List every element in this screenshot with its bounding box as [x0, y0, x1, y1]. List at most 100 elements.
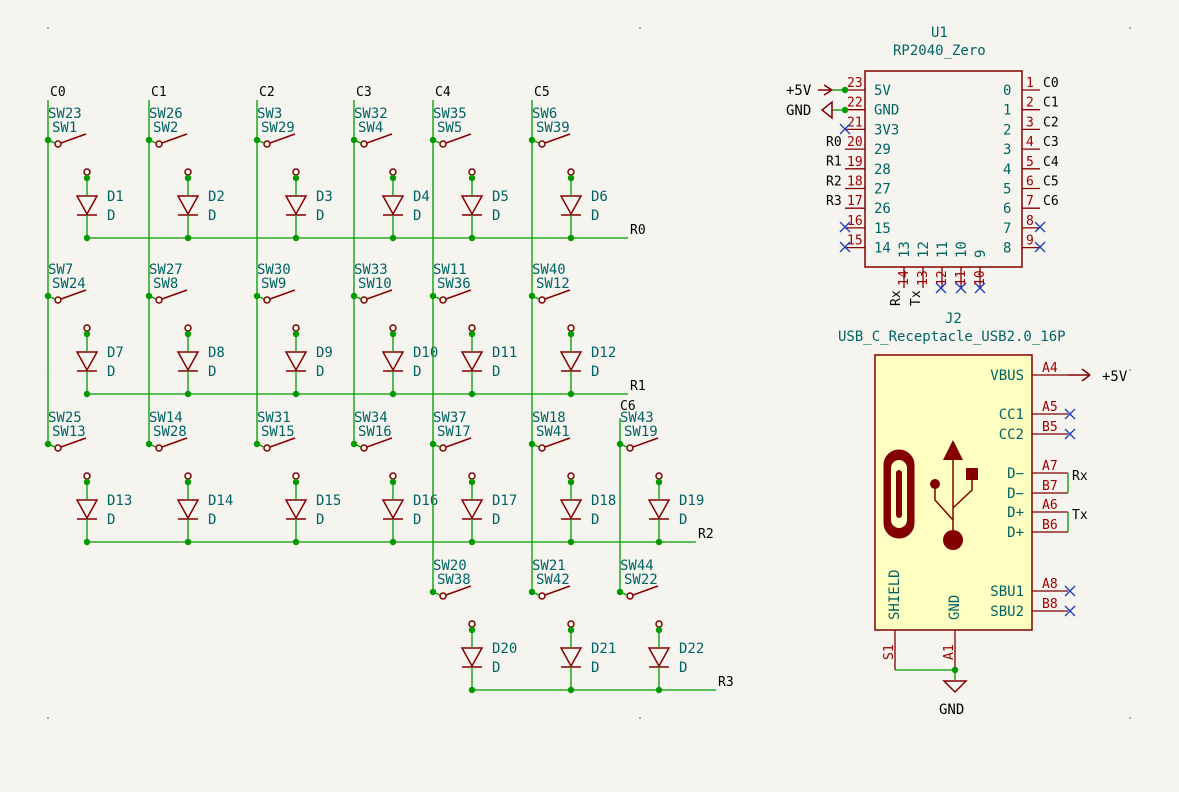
junction-dot [44, 292, 52, 300]
junction-dot [350, 136, 358, 144]
j2-pin-name: D+ [1007, 525, 1024, 541]
diode-symbol [647, 499, 671, 520]
u1-col-label: C1 [1043, 96, 1059, 111]
switch-contact [538, 140, 546, 148]
diode-ref: D22 [679, 641, 704, 657]
u1-pin-number: 16 [847, 214, 863, 229]
j2-5v-label: +5V [1102, 369, 1128, 385]
row-net-label: R0 [630, 223, 646, 238]
switch-ref: SW40 [532, 262, 566, 278]
gnd-symbol [820, 100, 833, 120]
u1-pin-name: GND [874, 103, 899, 119]
switch-contact [360, 140, 368, 148]
switch-contact [468, 472, 476, 480]
j2-pin-number: A7 [1042, 459, 1058, 474]
j2-pin-number: A4 [1042, 361, 1058, 376]
usb-trident-branch [934, 484, 954, 521]
diode-value: D [107, 512, 115, 528]
switch-lever [161, 289, 188, 300]
switch-ref: SW13 [52, 424, 86, 440]
diode-ref: D1 [107, 189, 124, 205]
j2-pin-number: A5 [1042, 400, 1058, 415]
u1-pin-name: 15 [874, 221, 891, 237]
switch-contact [54, 444, 62, 452]
u1-col-label: C2 [1043, 115, 1059, 130]
column-net-label: C6 [620, 399, 636, 414]
u1-pin-name: 4 [1003, 162, 1011, 178]
u1-pin-number: 8 [1026, 214, 1034, 229]
u1-pin-name: 12 [916, 241, 932, 258]
junction-dot [528, 440, 536, 448]
switch-lever [366, 289, 393, 300]
diode-value: D [208, 364, 216, 380]
switch-ref: SW36 [437, 276, 471, 292]
switch-ref: SW42 [536, 572, 570, 588]
diode-ref: D3 [316, 189, 333, 205]
diode-value: D [679, 512, 687, 528]
power-label-gnd: GND [786, 103, 811, 119]
switch-ref: SW19 [624, 424, 658, 440]
switch-lever [60, 437, 87, 448]
switch-lever [269, 133, 296, 144]
j2-pin-number: B6 [1042, 518, 1058, 533]
j2-pin-name: D− [1007, 466, 1024, 482]
u1-pin-number: 12 [935, 270, 950, 286]
switch-ref: SW21 [532, 558, 566, 574]
u1-pin-number: 1 [1026, 76, 1034, 91]
switch-contact [184, 168, 192, 176]
diode-ref: D21 [591, 641, 616, 657]
switch-contact [155, 140, 163, 148]
j2-pin-name: VBUS [990, 368, 1024, 384]
usb-trident-dot [930, 479, 940, 489]
junction-dot [429, 440, 437, 448]
switch-contact [360, 444, 368, 452]
no-connect-mark [839, 241, 851, 253]
power-arrow [1081, 368, 1091, 376]
switch-contact [468, 620, 476, 628]
grid-mark [639, 27, 641, 29]
u1-value: RP2040_Zero [893, 43, 986, 59]
diode-value: D [316, 364, 324, 380]
diode-symbol [460, 351, 484, 372]
junction-dot [44, 136, 52, 144]
junction-dot [83, 538, 91, 546]
grid-mark [47, 717, 49, 719]
switch-contact [439, 140, 447, 148]
junction-dot [145, 440, 153, 448]
junction-dot [253, 136, 261, 144]
power-arrow [823, 89, 833, 96]
switch-ref: SW33 [354, 262, 388, 278]
junction-dot [841, 86, 849, 94]
switch-ref: SW31 [257, 410, 291, 426]
switch-lever [269, 437, 296, 448]
diode-value: D [316, 512, 324, 528]
j2-pin-name: SBU1 [990, 584, 1024, 600]
j2-pin-number: A1 [942, 644, 957, 660]
u1-pin-name: 27 [874, 182, 891, 198]
no-connect-mark [1064, 585, 1076, 597]
diode-ref: D17 [492, 493, 517, 509]
diode-symbol [559, 647, 583, 668]
j2-pin-name: SHIELD [887, 569, 903, 620]
j2-pin-name: CC2 [999, 427, 1024, 443]
u1-ref: U1 [931, 25, 948, 41]
diode-symbol [176, 351, 200, 372]
diode-value: D [679, 660, 687, 676]
switch-ref: SW44 [620, 558, 654, 574]
column-net-label: C4 [435, 85, 451, 100]
junction-dot [83, 234, 91, 242]
u1-pin-number: 6 [1026, 175, 1034, 190]
switch-contact [538, 296, 546, 304]
switch-ref: SW10 [358, 276, 392, 292]
u1-pin-number: 10 [973, 270, 988, 286]
u1-pin-name: 28 [874, 162, 891, 178]
u1-pin-number: 2 [1026, 96, 1034, 111]
u1-pin-name: 8 [1003, 241, 1011, 257]
switch-ref: SW15 [261, 424, 295, 440]
switch-lever [445, 289, 472, 300]
no-connect-mark [1064, 428, 1076, 440]
u1-pin-name: 5 [1003, 182, 1011, 198]
switch-ref: SW4 [358, 120, 383, 136]
usb-trident-base [943, 530, 963, 550]
